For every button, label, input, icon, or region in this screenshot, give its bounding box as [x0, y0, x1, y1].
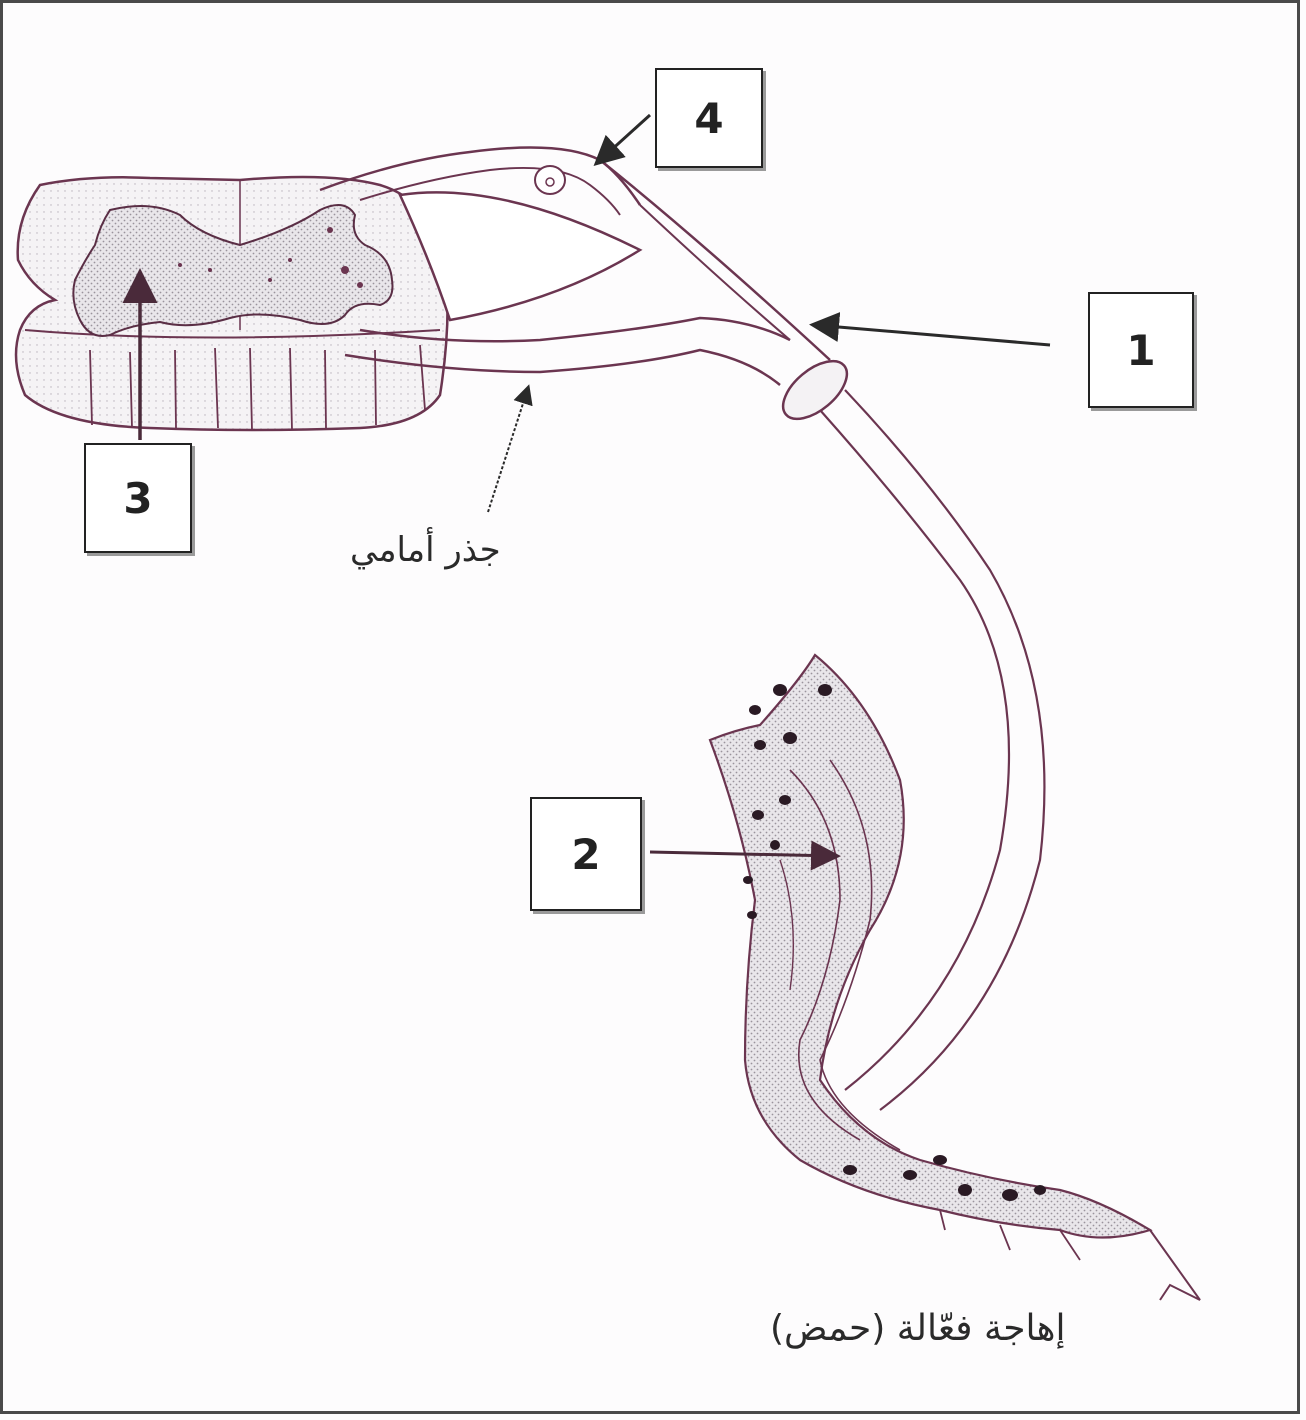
stimulus-label: إهاجة فعّالة (حمض) — [770, 1308, 1065, 1349]
label-box-3: 3 — [84, 443, 192, 553]
anterior-root-label: جذر أمامي — [350, 530, 501, 570]
arrow-anterior-root — [488, 388, 528, 512]
arrow-1 — [815, 325, 1050, 345]
label-box-4: 4 — [655, 68, 763, 168]
label-box-2: 2 — [530, 797, 642, 911]
label-box-1: 1 — [1088, 292, 1194, 408]
arrow-4 — [598, 115, 650, 162]
effector-muscle — [710, 655, 1200, 1300]
